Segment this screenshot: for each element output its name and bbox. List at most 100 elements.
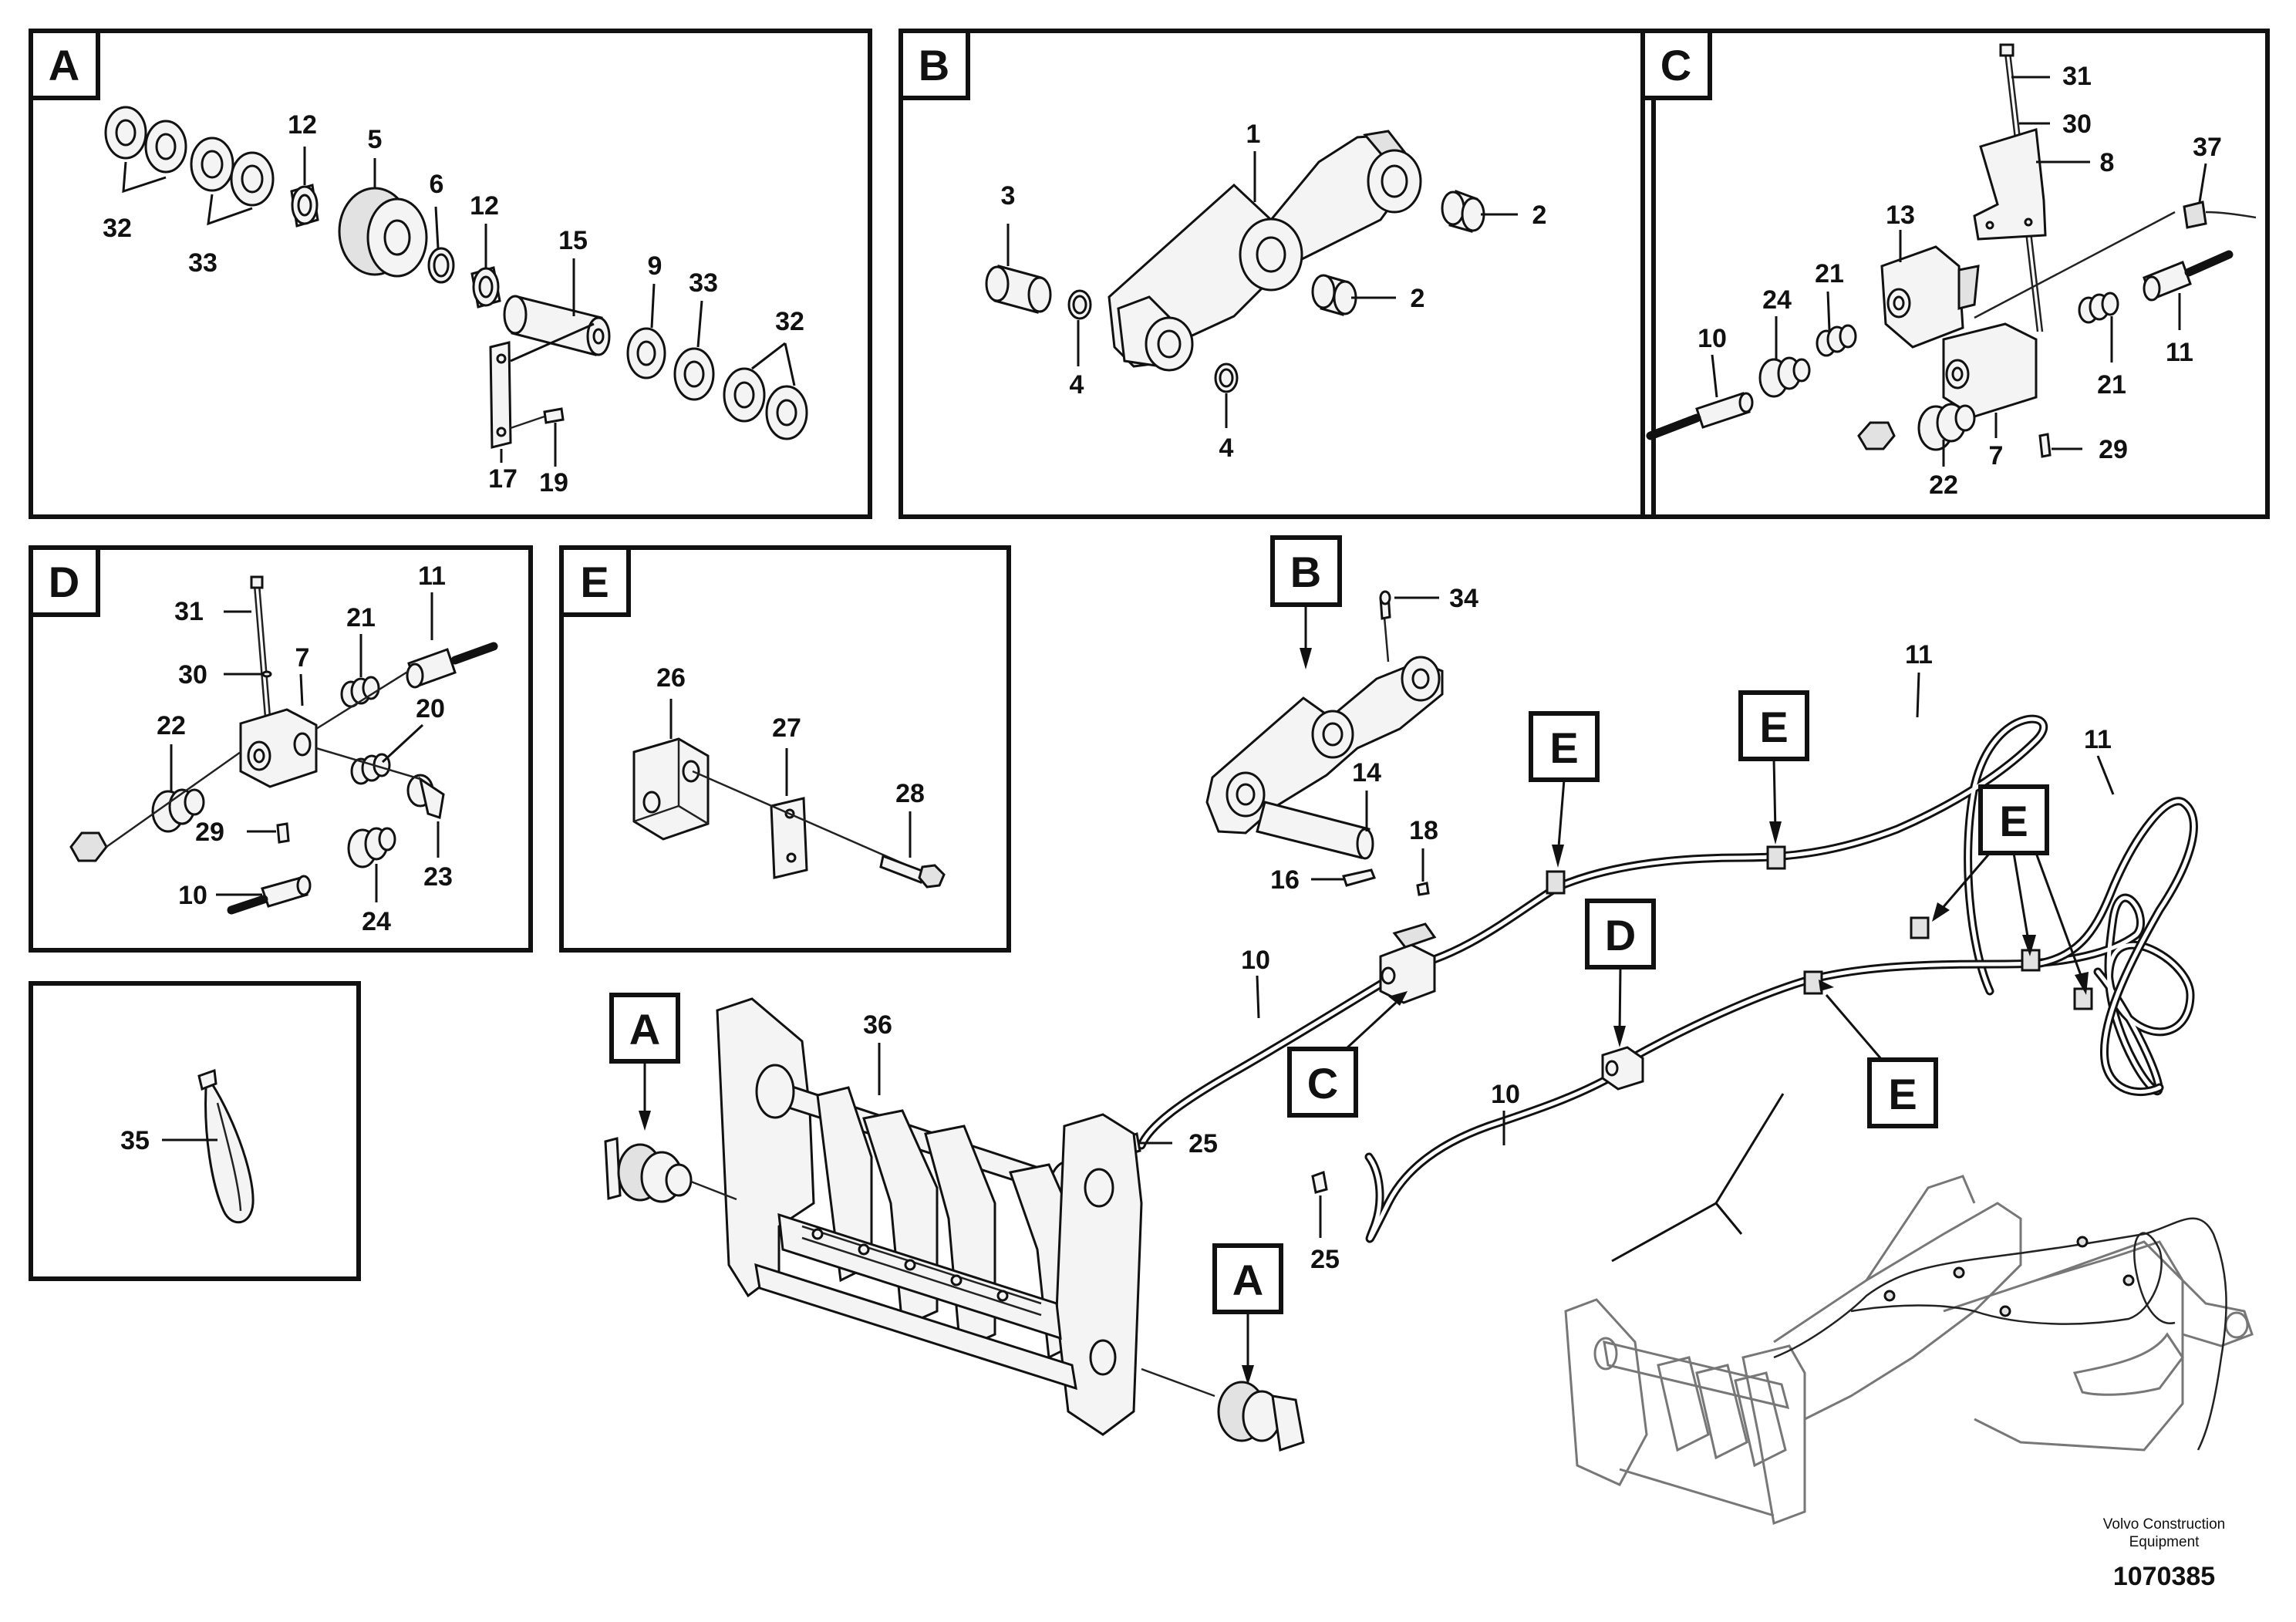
clamp-e1 xyxy=(1546,870,1566,895)
footer-brand-line2: Equipment xyxy=(2129,1534,2200,1550)
callout-19: 19 xyxy=(539,468,568,497)
panel-c-tag-box xyxy=(1640,29,1712,100)
panel-e: E 26 27 28 xyxy=(559,545,1011,953)
adapter-24 xyxy=(1758,356,1811,398)
bolt-28 xyxy=(879,854,925,884)
callout-10: 10 xyxy=(1698,324,1727,353)
callout-2-lower: 2 xyxy=(1411,284,1425,313)
main-tag-c-box xyxy=(1287,1047,1358,1118)
lock-plate-17 xyxy=(489,341,512,449)
washer-32-left xyxy=(104,106,187,174)
main-tag-d: D xyxy=(1605,911,1636,959)
panel-e-tag: E xyxy=(580,558,609,606)
callout-32-left: 32 xyxy=(103,214,132,243)
callout-35: 35 xyxy=(120,1126,150,1155)
callout-11-upper: 11 xyxy=(1905,640,1933,669)
clamp-e4c xyxy=(2073,987,2093,1010)
valve-block-13 xyxy=(1880,245,1964,349)
spherical-bearing-5 xyxy=(338,187,428,278)
panel-d-frame xyxy=(29,545,533,953)
hose-10-d xyxy=(227,875,312,915)
footer-brand-line1: Volvo Construction xyxy=(2103,1516,2225,1533)
panel-e-frame xyxy=(559,545,1011,953)
cap-25-right xyxy=(1311,1170,1328,1194)
callout-11-d: 11 xyxy=(418,561,446,591)
callout-10-d: 10 xyxy=(178,881,207,910)
bearing-assembly-a-right xyxy=(1141,1367,1305,1452)
main-assembly: B 34 14 18 16 xyxy=(604,535,2254,1591)
link-arm-main xyxy=(1205,590,1444,835)
main-tag-e4-box xyxy=(1867,1057,1938,1128)
washer-32-right xyxy=(723,367,808,440)
valve-block-7 xyxy=(1942,322,2038,418)
hose-10-end xyxy=(1646,392,1754,440)
link-arm-1 xyxy=(1108,130,1422,372)
callout-5: 5 xyxy=(368,125,383,154)
main-tag-e2: E xyxy=(1759,703,1788,751)
panel-e-tag-box xyxy=(559,545,631,617)
sensor-37 xyxy=(2183,201,2257,229)
screw-18 xyxy=(1416,882,1430,896)
adapter-24-d xyxy=(347,827,396,868)
callout-24: 24 xyxy=(1762,285,1792,315)
valve-c-main xyxy=(1379,922,1437,1004)
callout-20-d: 20 xyxy=(416,694,445,723)
callout-10-lower: 10 xyxy=(1491,1080,1520,1109)
main-tag-e4: E xyxy=(1888,1070,1917,1118)
panel-cable-tie: 35 xyxy=(29,981,361,1281)
callout-11: 11 xyxy=(2166,338,2193,367)
callout-22-d: 22 xyxy=(157,711,186,740)
callout-28: 28 xyxy=(895,779,925,808)
fitting-21-left xyxy=(1816,324,1857,357)
callout-14: 14 xyxy=(1352,758,1381,787)
overview-machine xyxy=(1564,1175,2254,1526)
panel-a-frame xyxy=(29,29,872,519)
callout-12-left: 12 xyxy=(288,110,317,140)
plate-16 xyxy=(1342,868,1377,887)
bolt-31-d xyxy=(253,584,267,718)
panel-b-frame xyxy=(899,29,1656,519)
callout-4-lower: 4 xyxy=(1219,433,1234,463)
callout-2-upper: 2 xyxy=(1532,201,1547,230)
callout-4-upper: 4 xyxy=(1070,370,1084,400)
view-indicator-arrow xyxy=(1611,1093,1785,1263)
callout-34: 34 xyxy=(1449,584,1478,613)
panel-a-tag-box xyxy=(29,29,100,100)
panel-b: B 1 xyxy=(899,29,1656,519)
pin-15 xyxy=(503,295,611,356)
callout-31-d: 31 xyxy=(174,597,204,626)
clamp-e2 xyxy=(1766,845,1786,870)
callout-33-left: 33 xyxy=(188,248,217,278)
hose-assembly xyxy=(1124,714,2198,1243)
callout-10-upper: 10 xyxy=(1241,946,1270,975)
clamp-block-26 xyxy=(632,737,710,841)
callout-11-right: 11 xyxy=(2084,725,2112,754)
callout-30: 30 xyxy=(2062,110,2092,139)
callout-26: 26 xyxy=(656,663,686,693)
panel-c-frame xyxy=(1640,29,2270,519)
callout-24-d: 24 xyxy=(362,907,391,936)
main-tag-c: C xyxy=(1307,1059,1338,1108)
callout-31: 31 xyxy=(2062,62,2092,91)
bracket-8 xyxy=(1973,128,2047,241)
hose-11-d xyxy=(406,642,498,689)
panel-a-tag: A xyxy=(49,41,79,89)
tool-carrier-frame-36 xyxy=(716,997,1143,1436)
pin-14 xyxy=(1256,801,1374,860)
callout-6: 6 xyxy=(430,170,444,199)
callout-16: 16 xyxy=(1270,865,1300,895)
callout-33-right: 33 xyxy=(689,268,718,298)
callout-25-left: 25 xyxy=(1188,1129,1218,1158)
callout-23-d: 23 xyxy=(423,862,453,892)
clamp-e4a xyxy=(1910,916,1930,939)
bushing-12-right xyxy=(470,266,501,309)
bearing-assembly-a-left xyxy=(604,1137,737,1203)
panel-a: A xyxy=(29,29,872,519)
main-tag-b-box xyxy=(1270,535,1342,607)
callout-13: 13 xyxy=(1886,201,1915,230)
fitting-21-right xyxy=(2078,292,2119,324)
main-tag-e3: E xyxy=(1999,797,2028,845)
callout-29-d: 29 xyxy=(195,818,224,847)
callout-37: 37 xyxy=(2193,133,2222,162)
